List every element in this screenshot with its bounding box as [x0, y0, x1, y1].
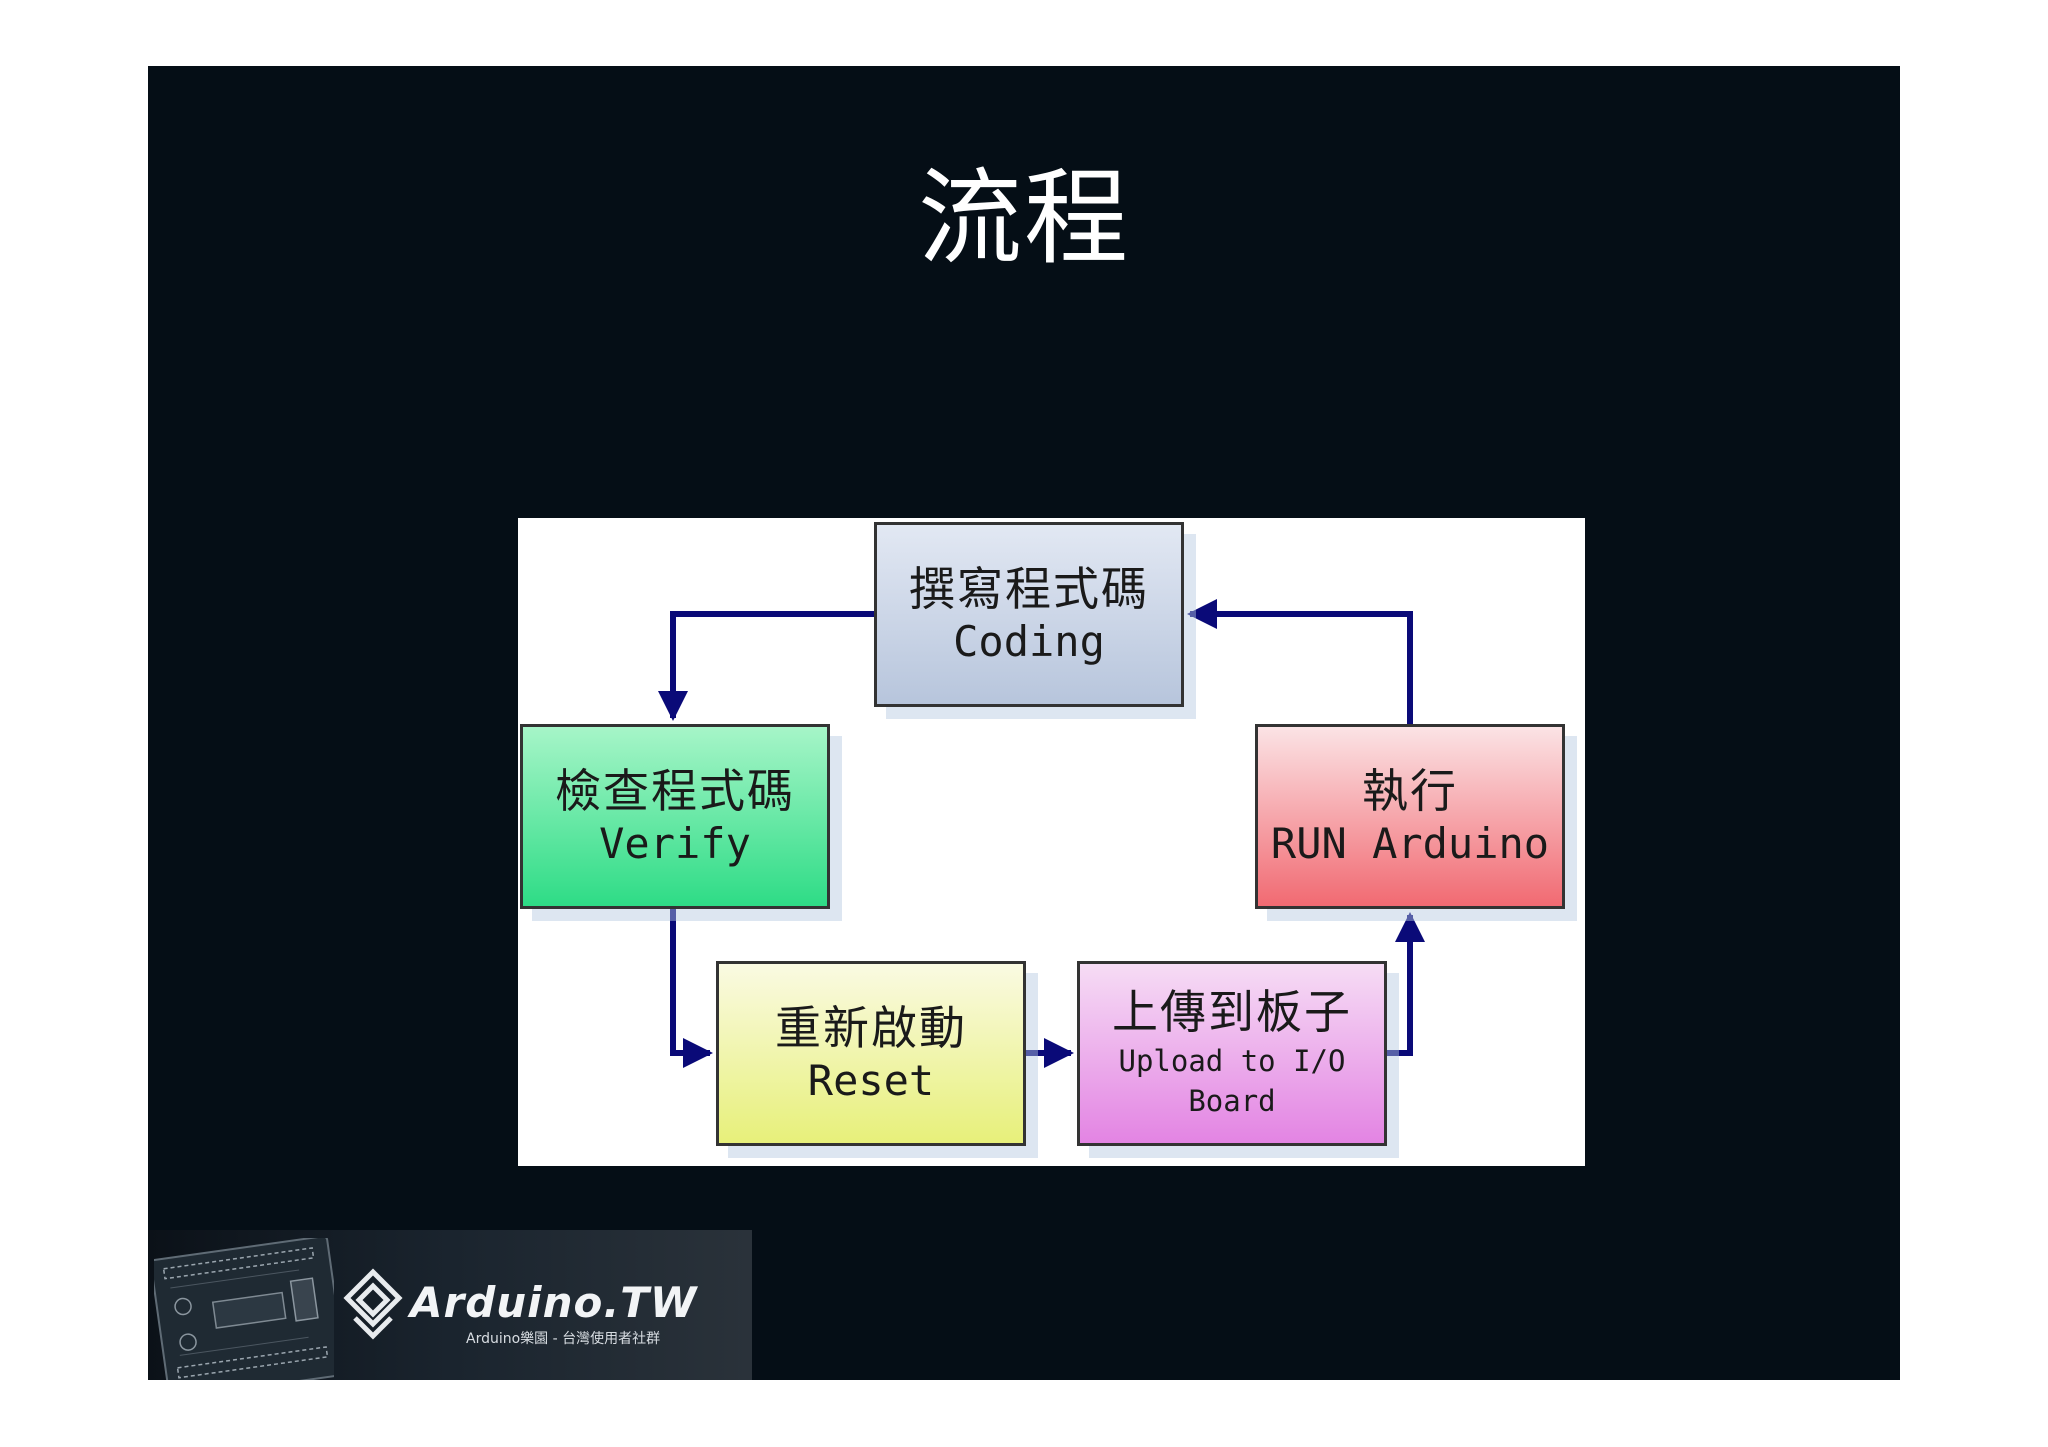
logo-banner: Arduino.TW Arduino樂園 - 台灣使用者社群 [148, 1230, 752, 1380]
node-coding-label-zh: 撰寫程式碼 [909, 561, 1149, 616]
node-verify-label-zh: 檢查程式碼 [555, 763, 795, 818]
logo-tagline: Arduino樂園 - 台灣使用者社群 [466, 1331, 661, 1347]
slide: 流程 撰寫程式碼 Coding 檢查程式碼 Verify [148, 66, 1900, 1380]
node-coding-label-en: Coding [953, 616, 1105, 666]
node-run-label-en: RUN Arduino [1270, 818, 1550, 868]
flow-connectors [658, 599, 1425, 1068]
node-upload-label-zh: 上傳到板子 [1112, 985, 1352, 1040]
node-run-label-zh: 執行 [1362, 763, 1458, 818]
arrow-upload-to-run [1387, 912, 1425, 1056]
flow-diagram: 撰寫程式碼 Coding 檢查程式碼 Verify 執行 RUN Arduino… [518, 518, 1585, 1166]
node-reset-label-zh: 重新啟動 [775, 1000, 967, 1055]
node-upload-label-en-line1: Upload to I/O [1118, 1043, 1346, 1078]
node-upload: 上傳到板子 Upload to I/O Board [1077, 961, 1387, 1146]
arrow-run-to-coding [1187, 599, 1413, 724]
slide-title: 流程 [917, 157, 1130, 279]
arrow-verify-to-reset [670, 909, 713, 1068]
node-run: 執行 RUN Arduino [1255, 724, 1565, 909]
node-reset-label-en: Reset [807, 1055, 935, 1105]
node-verify-label-en: Verify [599, 818, 751, 868]
arduino-tw-logo-icon [343, 1268, 403, 1340]
node-verify: 檢查程式碼 Verify [520, 724, 830, 909]
arrow-coding-to-verify [658, 611, 874, 721]
node-coding: 撰寫程式碼 Coding [874, 522, 1184, 707]
logo-name: Arduino.TW [410, 1278, 698, 1327]
node-reset: 重新啟動 Reset [716, 961, 1026, 1146]
arduino-board-icon [154, 1238, 334, 1380]
node-upload-label-en-line2: Board [1188, 1084, 1276, 1119]
